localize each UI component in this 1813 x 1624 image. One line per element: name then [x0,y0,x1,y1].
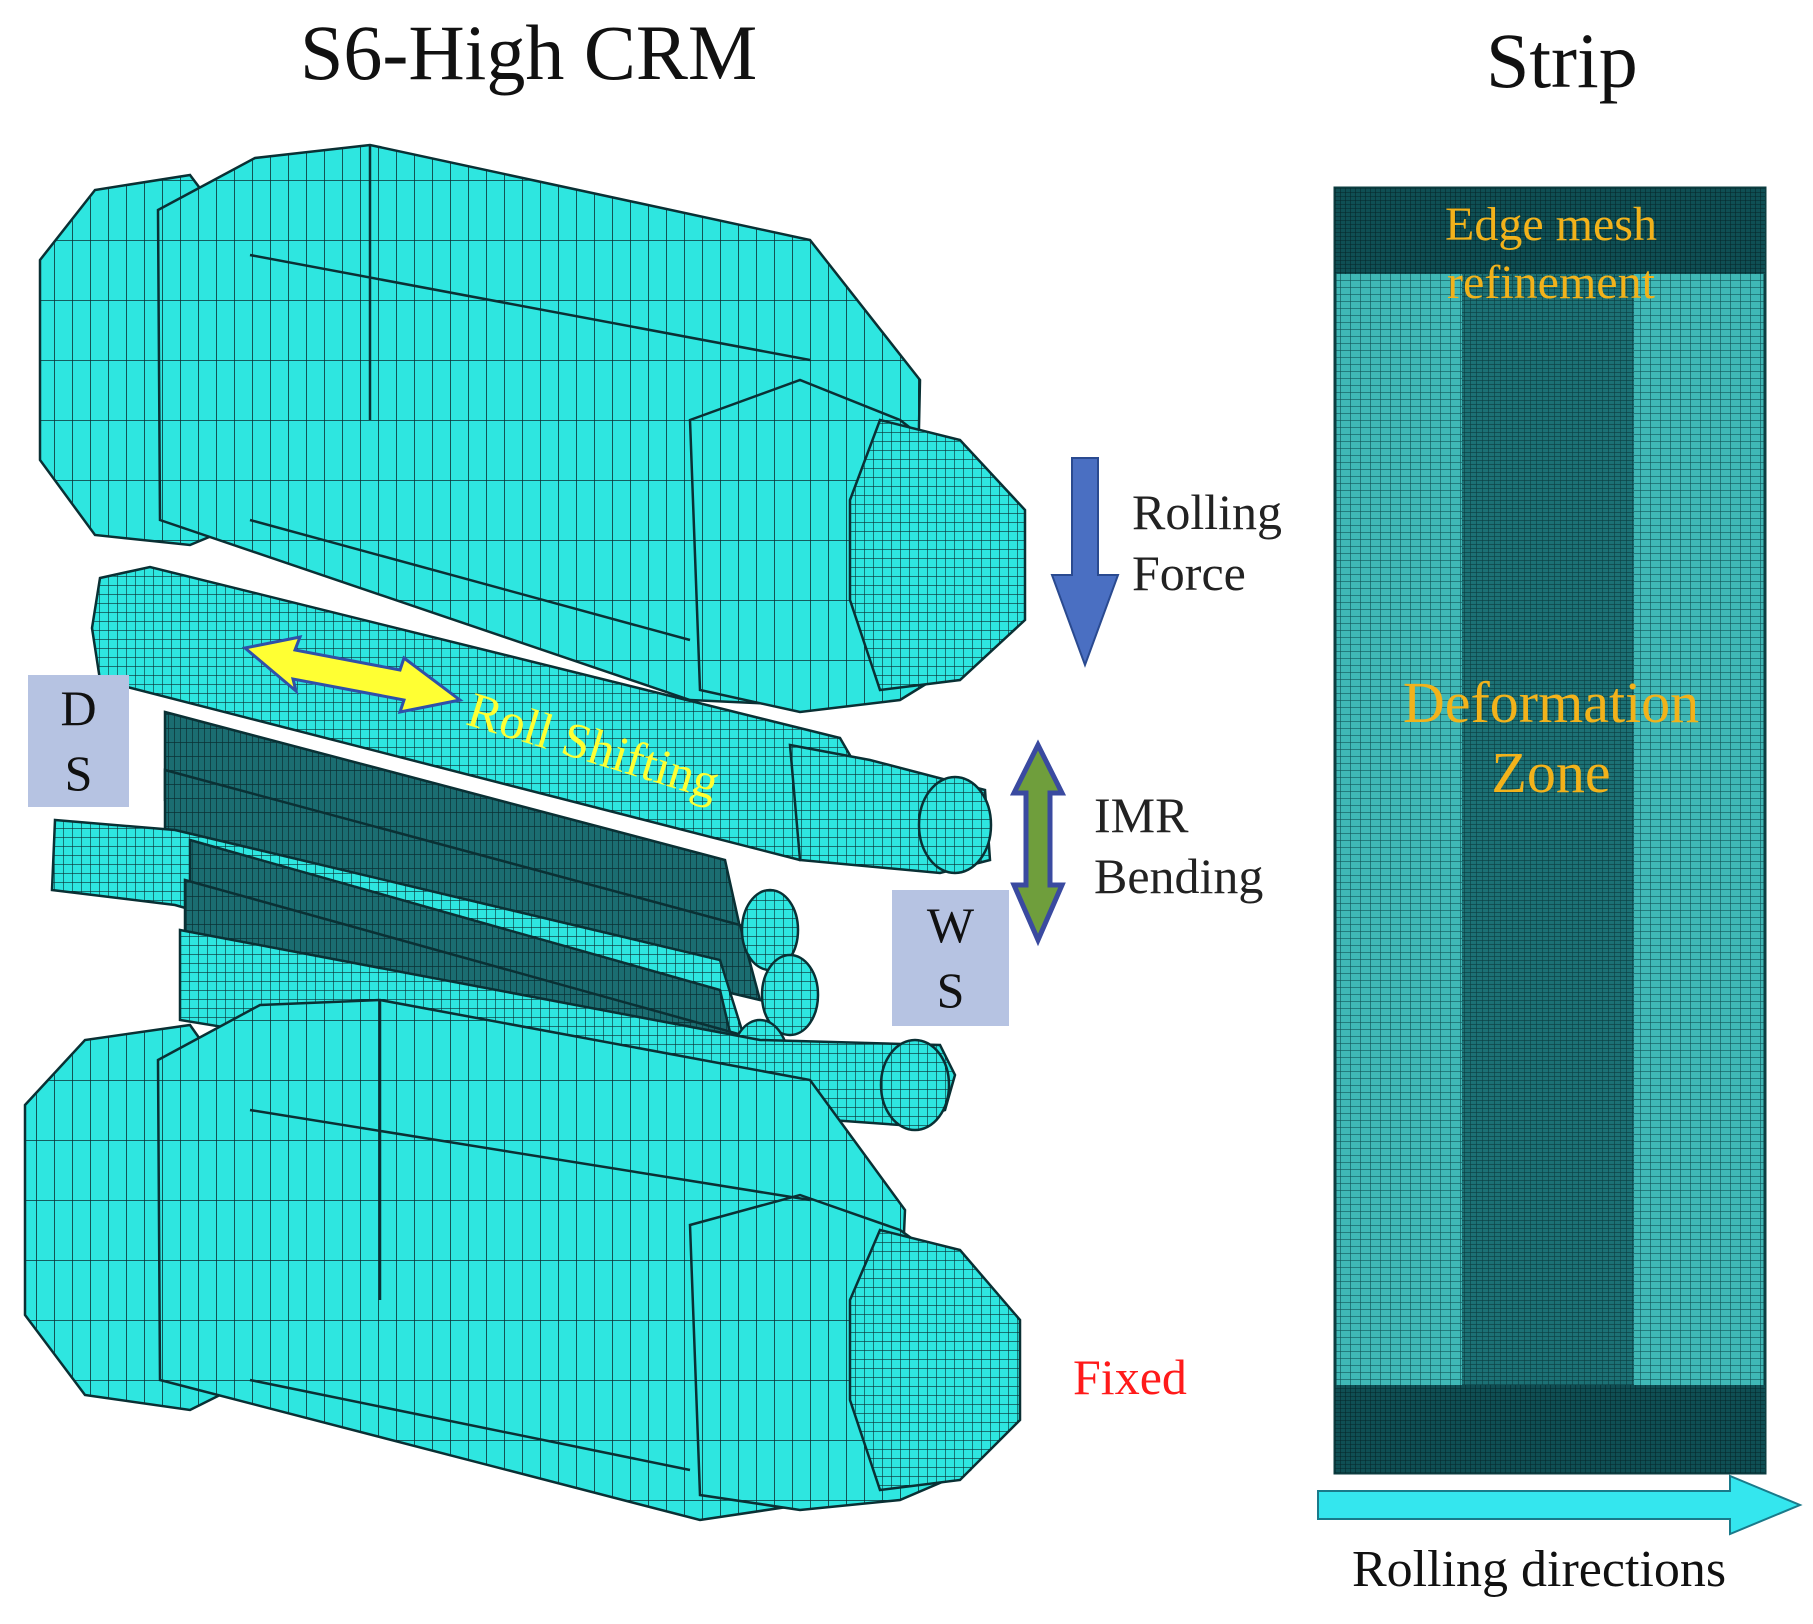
edge-mesh-label: Edge mesh refinement [1336,196,1766,311]
right-arrow-icon [1317,1474,1803,1536]
work-side-box: W S [892,890,1009,1026]
imr-bending-label: IMR Bending [1094,785,1263,907]
deformation-zone-line-1: Deformation [1402,670,1700,735]
drive-side-line-2: S [64,745,93,801]
rolling-force-line-2: Force [1132,545,1246,601]
title-crm: S6-High CRM [300,9,758,96]
drive-side-line-1: D [60,680,97,736]
deformation-zone-line-2: Zone [1491,739,1611,805]
rolling-force-line-1: Rolling [1132,484,1283,540]
edge-mesh-line-1: Edge mesh [1445,198,1657,251]
drive-side-box: D S [28,675,129,807]
double-vertical-arrow-icon [1009,739,1067,947]
bottom-backup-roll [23,998,1022,1522]
work-side-line-2: S [936,962,965,1018]
strip-mesh [1333,186,1767,1475]
work-side-line-1: W [926,897,975,953]
imr-bending-line-2: Bending [1094,848,1264,904]
top-backup-roll [38,143,1027,714]
rolling-directions-label: Rolling directions [1352,1541,1727,1598]
rolling-force-label: Rolling Force [1132,482,1282,604]
title-strip: Strip [1486,17,1638,104]
edge-mesh-line-2: refinement [1447,255,1655,309]
imr-bending-line-1: IMR [1094,787,1189,843]
deformation-zone-label: Deformation Zone [1336,668,1766,807]
double-horizontal-arrow-icon [241,634,464,714]
fixed-label: Fixed [1073,1349,1187,1405]
down-arrow-icon [1050,457,1120,668]
